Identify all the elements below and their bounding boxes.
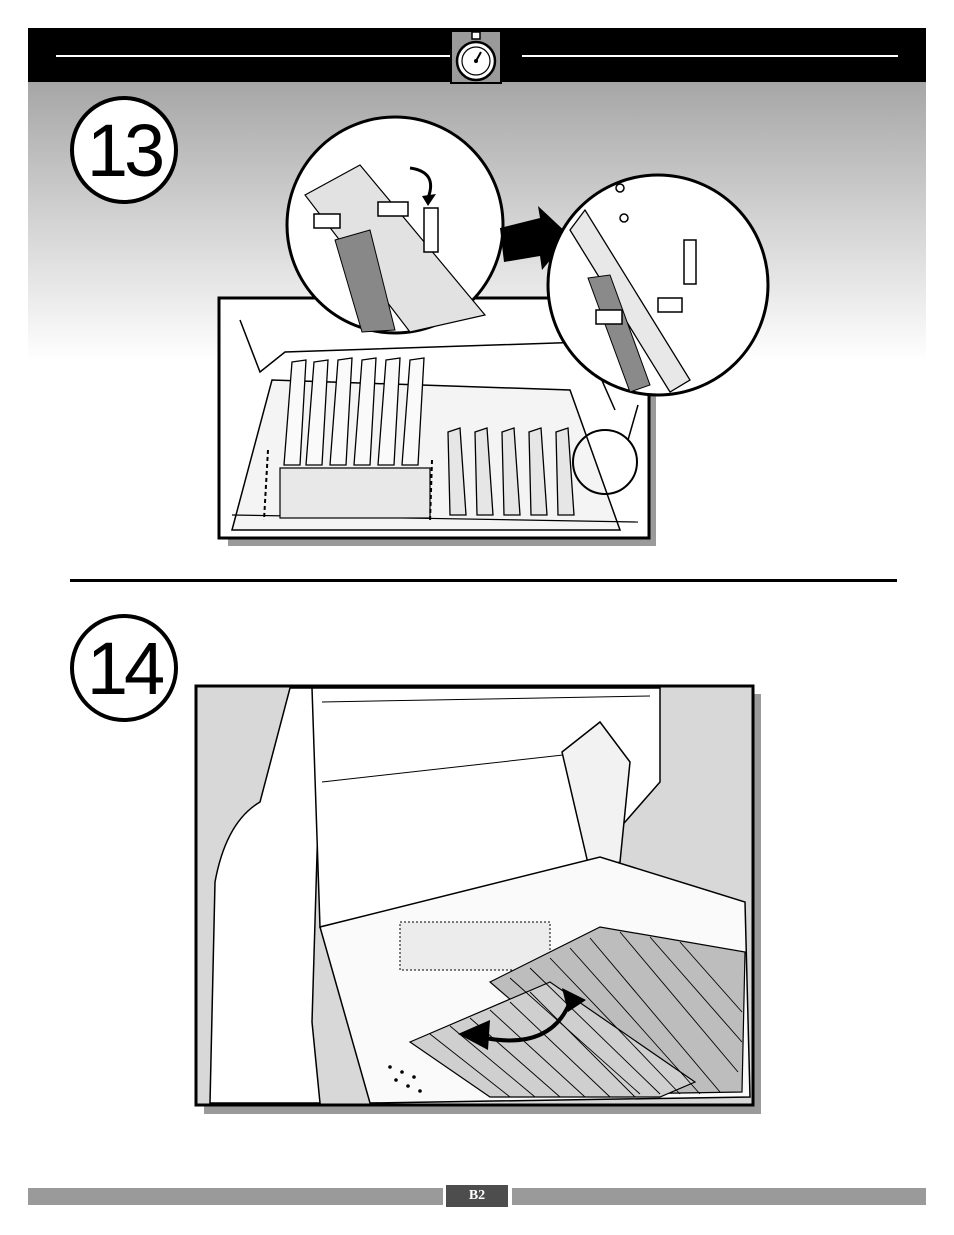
page-number: B2 [446,1185,508,1207]
footer-bar-right [512,1188,926,1205]
grill-flavorizer-bars-install-illustration [210,110,780,550]
grill-cooking-grates-install-illustration [190,682,765,1117]
step-number-13: 13 [70,96,178,204]
footer-bar-left [28,1188,443,1205]
step-number-14: 14 [70,614,178,722]
section-divider [70,579,897,582]
header-rule-left [56,55,460,57]
stopwatch-icon [450,30,502,84]
header-rule-right [522,55,898,57]
